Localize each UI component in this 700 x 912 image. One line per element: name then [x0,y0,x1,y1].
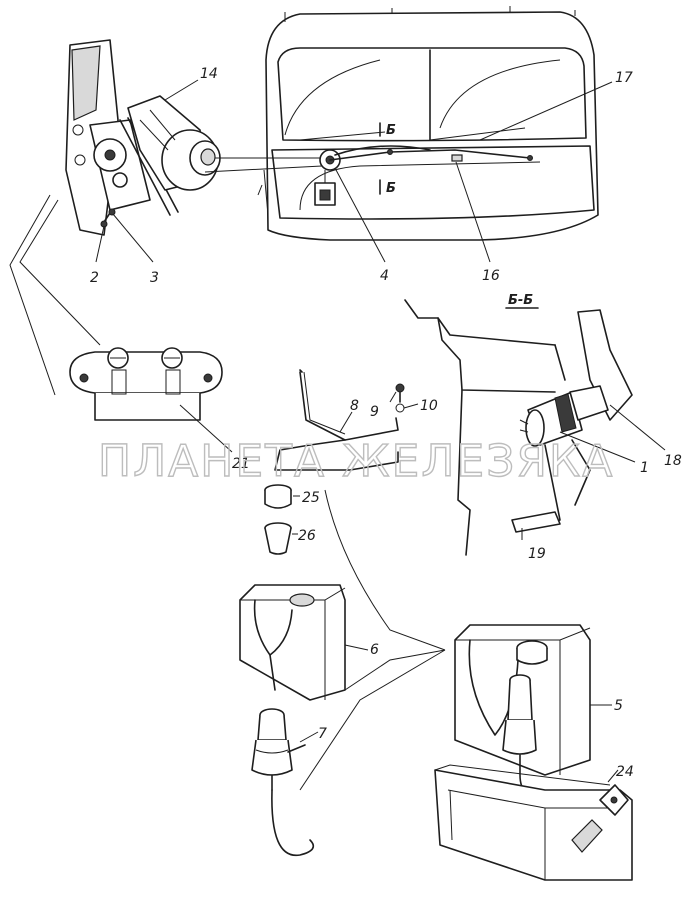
svg-text:26: 26 [298,528,316,544]
callout-18: 18 [609,404,682,469]
svg-text:14: 14 [200,66,218,82]
callout-2: 2 [90,225,105,286]
svg-text:19: 19 [528,546,546,562]
nozzle-fitting [395,383,405,413]
callout-1: 1 [559,431,649,476]
callout-19: 19 [521,528,546,562]
svg-text:24: 24 [616,764,634,780]
svg-text:25: 25 [302,490,320,506]
svg-text:16: 16 [482,268,500,284]
svg-text:21: 21 [232,456,250,472]
wiper-motor-bracket [65,39,179,236]
svg-text:2: 2 [90,270,99,286]
washer-pump-7: 7 [251,708,327,857]
callout-21: 21 [179,404,250,472]
washer-hose [274,369,399,471]
callout-16: 16 [455,161,500,284]
svg-text:1: 1 [640,460,649,476]
watermark: ПЛАНЕТА ЖЕЛЕЗЯКА [98,436,614,487]
callout-6: 6 [344,642,379,658]
cap-25: 25 [264,484,320,509]
svg-text:10: 10 [420,398,438,414]
section-view [404,299,633,556]
svg-text:17: 17 [615,70,633,86]
plug-26: 26 [264,522,316,555]
callout-17: 17 [479,70,633,141]
mounting-bracket-24: 24 [434,764,634,881]
callout-3: 3 [112,213,159,286]
svg-text:5: 5 [614,698,623,714]
callout-8: 8 [339,398,359,433]
callout-9: 9 [370,391,397,420]
section-mark-bottom: Б [386,181,396,196]
svg-text:8: 8 [350,398,359,414]
svg-text:18: 18 [664,453,682,469]
cab-front: Б Б [257,6,599,241]
svg-text:3: 3 [150,270,159,286]
wiper-motor [127,95,221,191]
bracket-21 [69,347,223,421]
section-mark-top: Б [386,123,396,138]
washer-reservoir-6 [239,584,346,701]
svg-text:9: 9 [370,404,379,420]
svg-text:6: 6 [370,642,379,658]
svg-text:7: 7 [318,726,327,742]
svg-text:4: 4 [380,268,389,284]
callout-14: 14 [164,66,218,101]
callout-4: 4 [334,167,389,284]
section-title: Б-Б [508,293,533,308]
washer-reservoir-5: 5 [454,624,623,797]
callout-10: 10 [403,398,438,414]
